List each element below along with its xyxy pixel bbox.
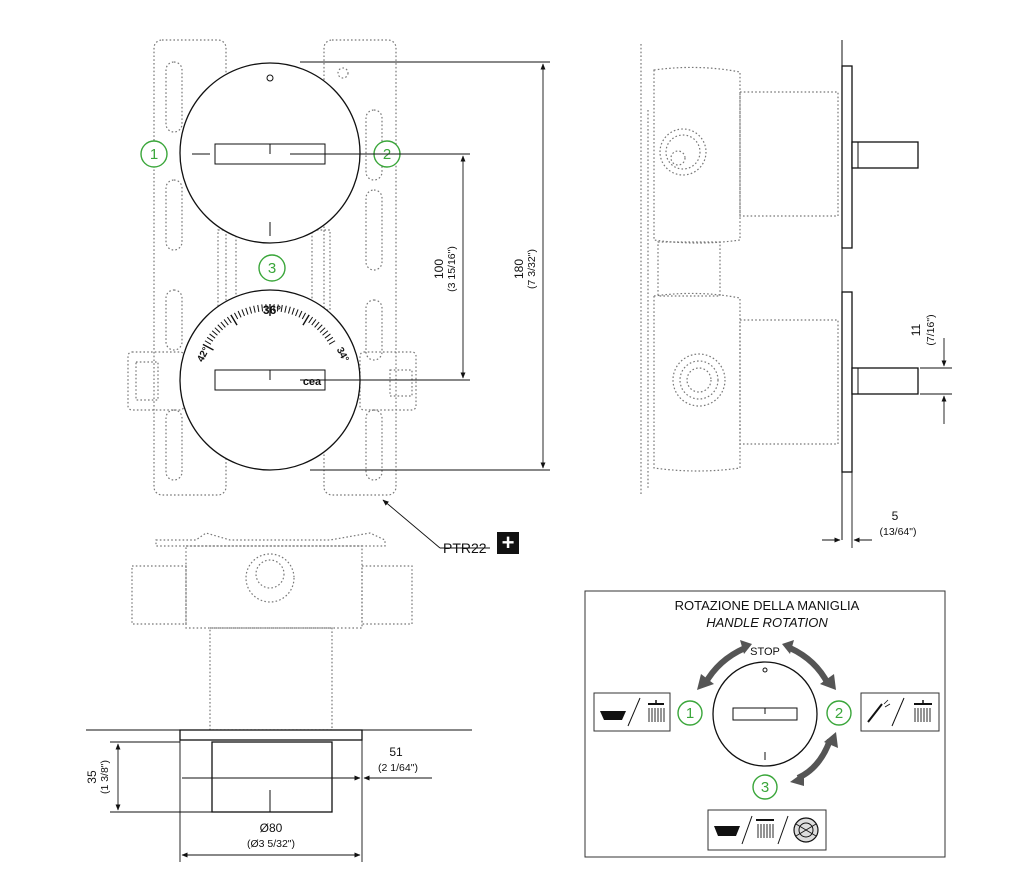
- wall-plate: [179, 729, 363, 741]
- scale-tick: [276, 304, 279, 312]
- scale-tick: [233, 312, 239, 320]
- dim-51: 51: [389, 745, 403, 759]
- dim-5: 5: [892, 509, 899, 523]
- scale-tick: [328, 340, 336, 345]
- bathtub-shower-icon: [593, 692, 671, 732]
- dim-11: 11: [909, 323, 923, 336]
- scale-tick: [322, 330, 329, 336]
- scale-tick: [245, 307, 249, 315]
- svg-text:+: +: [502, 530, 515, 555]
- legend-title-en: HANDLE ROTATION: [706, 615, 828, 630]
- dim-180-inch: (7 3/32"): [526, 249, 538, 289]
- scale-tick: [226, 316, 232, 324]
- scale-tick: [295, 309, 299, 317]
- scale-tick: [257, 304, 260, 312]
- legend-title-it: ROTAZIONE DELLA MANIGLIA: [675, 598, 860, 613]
- svg-text:3: 3: [268, 260, 276, 277]
- legend-stop: STOP: [750, 646, 780, 658]
- scale-tick: [206, 336, 214, 342]
- side-view: 11 (7/16") 5 (13/64"): [640, 40, 952, 548]
- scale-tick: [308, 316, 314, 324]
- svg-text:2: 2: [835, 705, 843, 722]
- scale-tick: [284, 305, 287, 313]
- legend-pos-3: [752, 774, 778, 800]
- front-view: 36° 42° 34° cea 1 2 3 100 (3 15/16") 180…: [127, 39, 550, 556]
- lower-plate: [841, 291, 853, 473]
- scale-tick: [249, 306, 253, 314]
- scale-tick: [291, 307, 295, 315]
- handle-rotation-legend: ROTAZIONE DELLA MANIGLIA HANDLE ROTATION…: [584, 590, 946, 858]
- marker-3: [258, 254, 286, 282]
- scale-tick: [214, 327, 221, 333]
- scale-tick: [280, 304, 283, 312]
- ptr-label: PTR22: [443, 540, 487, 556]
- scale-tick: [202, 343, 214, 351]
- svg-text:2: 2: [383, 146, 391, 163]
- legend-pos-1: [677, 700, 703, 726]
- legend-pos-2: [826, 700, 852, 726]
- scale-tick: [326, 336, 334, 342]
- scale-tick: [298, 310, 303, 318]
- scale-tick: [253, 305, 256, 313]
- scale-tick: [237, 310, 242, 318]
- scale-tick: [220, 321, 226, 328]
- dim-80: Ø80: [260, 821, 283, 835]
- scale-tick: [302, 314, 310, 326]
- svg-text:1: 1: [686, 705, 694, 722]
- scale-tick: [230, 314, 238, 326]
- scale-tick: [241, 309, 245, 317]
- dim-35: 35: [85, 770, 99, 784]
- scale-tick: [209, 333, 216, 339]
- scale-tick: [261, 304, 264, 312]
- scale-tick: [287, 306, 291, 314]
- dim-51-inch: (2 1/64"): [378, 762, 418, 774]
- scale-tick: [204, 340, 212, 345]
- dim-35-inch: (1 3/8"): [99, 760, 111, 794]
- svg-text:3: 3: [761, 779, 769, 796]
- handshower-shower-icon: [860, 692, 940, 732]
- bath-shower-outlet-icon: [707, 809, 827, 851]
- dim-100-inch: (3 15/16"): [446, 246, 458, 292]
- scale-tick: [319, 327, 326, 333]
- dim-100: 100: [432, 259, 446, 279]
- temperature-scale: [202, 304, 336, 351]
- scale-tick: [223, 319, 229, 326]
- plus-icon: [497, 532, 519, 554]
- bottom-view: 35 (1 3/8") 51 (2 1/64") Ø80 (Ø3 5/32"): [85, 532, 472, 862]
- handle-body: [211, 741, 333, 813]
- temp-36-label: 36°: [263, 303, 281, 317]
- marker-1: [140, 140, 168, 168]
- scale-tick: [324, 333, 331, 339]
- dim-5-inch: (13/64"): [880, 526, 917, 538]
- scale-tick: [217, 324, 223, 331]
- scale-tick: [317, 324, 323, 331]
- svg-text:1: 1: [150, 146, 158, 163]
- dim-180: 180: [512, 259, 526, 279]
- brand-mark: cea: [303, 376, 322, 388]
- dim-11-inch: (7/16"): [925, 314, 937, 345]
- scale-tick: [314, 321, 320, 328]
- scale-tick: [211, 330, 218, 336]
- scale-tick: [301, 312, 307, 320]
- upper-plate: [841, 65, 853, 249]
- scale-tick: [311, 319, 317, 326]
- dim-80-inch: (Ø3 5/32"): [247, 838, 295, 850]
